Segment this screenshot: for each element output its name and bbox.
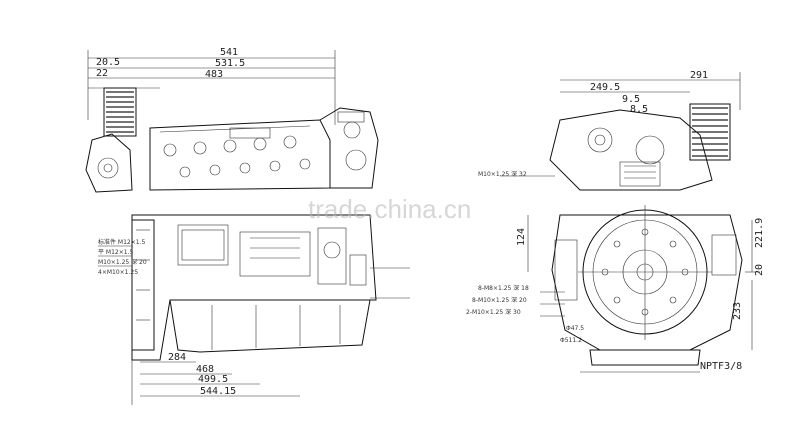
right-end-view: 291 249.5 9.5 8.5 M10×1.2 [466, 70, 765, 373]
dim-bottom-499-5: 499.5 [198, 374, 228, 385]
note-right-2: 8-M10×1.25 深 20 [472, 296, 527, 304]
front-housing [85, 133, 133, 193]
left-side-view: 541 20.5 531.5 22 483 [85, 47, 410, 405]
right-cooling-fins [689, 103, 731, 161]
dim-top-483: 483 [205, 69, 223, 80]
note-left-3: M10×1.25 深 20 [98, 258, 147, 266]
intake-manifold [319, 107, 379, 189]
dim-right-291: 291 [690, 70, 708, 81]
note-right-3: 2-M10×1.25 深 30 [466, 308, 521, 316]
dim-right-249-5: 249.5 [590, 82, 620, 93]
top-assembly [549, 109, 713, 191]
dim-top-541: 541 [220, 47, 238, 58]
watermark-text: trade.china.cn [308, 194, 471, 224]
note-left-1: 标准件 M12×1.5 [98, 238, 145, 246]
thread-label: NPTF3/8 [700, 361, 742, 372]
dim-right-233: 233 [732, 302, 743, 320]
dim-bottom-544-15: 544.15 [200, 386, 236, 397]
dim-right-124: 124 [516, 228, 527, 246]
dim-bottom-468: 468 [196, 364, 214, 375]
dim-bottom-284: 284 [168, 352, 186, 363]
dim-right-221-9: 221.9 [754, 218, 765, 248]
note-right-phi-47-5: Φ47.5 [566, 325, 584, 332]
crankcase-block [131, 214, 377, 361]
cylinder-head [149, 119, 331, 191]
dim-right-20: 20 [754, 264, 765, 276]
note-mid-label: M10×1.25 深 32 [478, 170, 527, 178]
dim-top-22: 22 [96, 68, 108, 79]
dim-top-531-5: 531.5 [215, 58, 245, 69]
note-left-2: 平 M12×1.5 [98, 249, 133, 256]
note-right-1: 8-M8×1.25 深 18 [478, 284, 529, 292]
dim-right-8-5: 8.5 [630, 104, 648, 115]
flywheel-flange [131, 219, 155, 351]
dim-right-9-5: 9.5 [622, 94, 640, 105]
note-right-phi-511-2: Φ511.2 [560, 337, 582, 344]
dim-top-20-5: 20.5 [96, 57, 120, 68]
oil-pan [169, 299, 371, 353]
note-left-4: 4×M10×1.25 [98, 269, 138, 276]
cooling-fins [103, 87, 137, 137]
